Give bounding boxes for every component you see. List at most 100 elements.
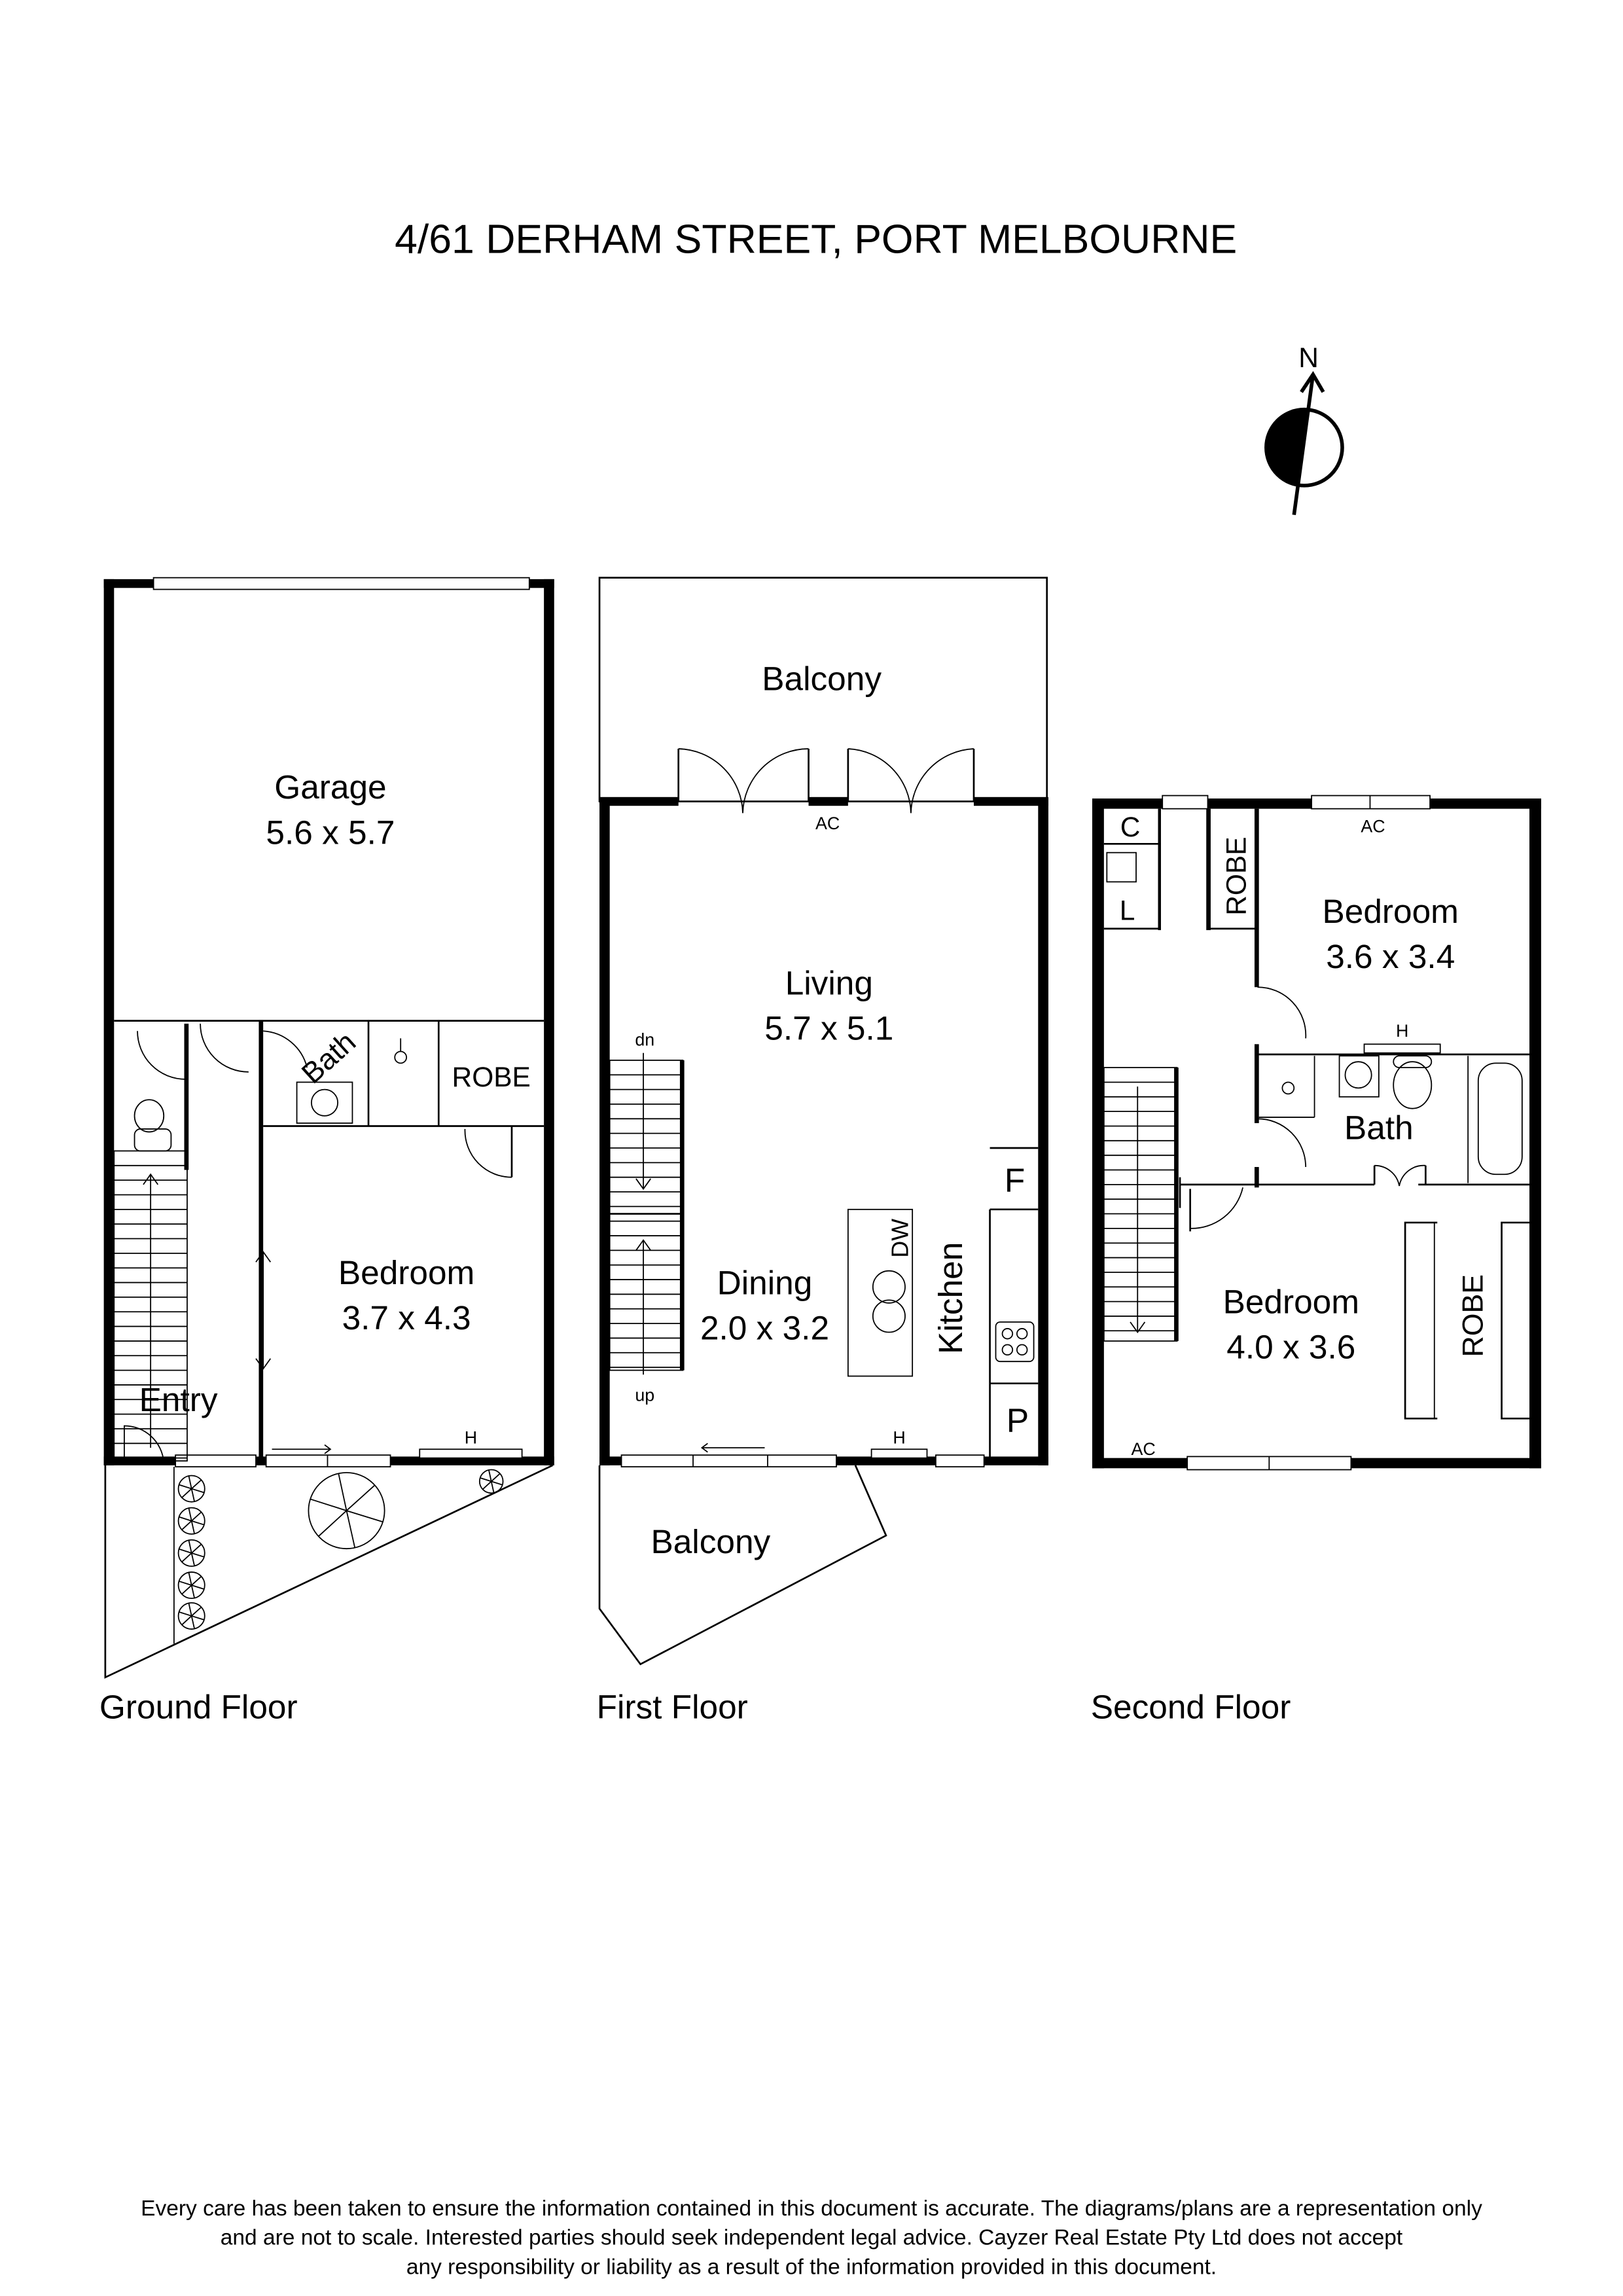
compass-north-label: N xyxy=(1298,342,1319,373)
ground-floor-label: Ground Floor xyxy=(99,1687,298,1725)
shrub-branch xyxy=(338,1473,348,1511)
shrub-branch xyxy=(181,1615,192,1626)
shrub-branch xyxy=(491,1473,501,1482)
dining-size: 2.0 x 3.2 xyxy=(700,1309,829,1347)
shrub-icon xyxy=(308,1472,385,1550)
shrub-branch xyxy=(482,1480,492,1490)
shrub-icon xyxy=(177,1571,205,1600)
shrub-branch xyxy=(179,1611,192,1617)
shrub-branch xyxy=(318,1510,348,1537)
shrub-branch xyxy=(346,1510,383,1523)
living-name: Living xyxy=(785,963,873,1001)
bedroom2-size: 4.0 x 3.6 xyxy=(1226,1328,1355,1366)
shrub-branch xyxy=(191,1552,205,1558)
shrub-icon xyxy=(177,1539,205,1567)
first-floor-label: First Floor xyxy=(597,1687,748,1725)
shrub-branch xyxy=(190,1520,195,1534)
shrub-branch xyxy=(190,1615,195,1629)
shrub-branch xyxy=(190,1585,195,1598)
shrub-branch xyxy=(310,1498,347,1511)
disclaimer-line: Every care has been taken to ensure the … xyxy=(141,2197,1482,2221)
shrub-branch xyxy=(191,1520,205,1526)
stairs-down-label: dn xyxy=(635,1030,654,1050)
disclaimer-line: and are not to scale. Interested parties… xyxy=(221,2226,1403,2250)
shrub-icon xyxy=(177,1602,205,1630)
second-floor-plan: AC AC C L ROBE H xyxy=(1091,795,1541,1725)
living-size: 5.7 x 5.1 xyxy=(764,1009,893,1047)
second-floor-label: Second Floor xyxy=(1091,1687,1291,1725)
bedroom1-name: Bedroom xyxy=(1323,892,1459,930)
shrub-branch xyxy=(191,1543,202,1554)
top-balcony-label: Balcony xyxy=(762,660,882,698)
second-heater-label: H xyxy=(1396,1021,1408,1041)
disclaimer-line: any responsibility or liability as a res… xyxy=(406,2255,1217,2279)
shrub-icon xyxy=(177,1475,205,1503)
second-ac-bottom-label: AC xyxy=(1132,1439,1156,1459)
shrub-branch xyxy=(179,1581,192,1586)
shrub-icon xyxy=(478,1469,504,1494)
ground-stairs xyxy=(113,1150,188,1462)
shrub-branch xyxy=(191,1585,205,1590)
ground-floor-plan: H Garage 5.6 x 5.7 xyxy=(99,577,554,1725)
shrub-branch xyxy=(179,1548,192,1554)
shrub-branch xyxy=(191,1606,202,1617)
shrub-branch xyxy=(480,1477,491,1482)
shrub-branch xyxy=(491,1480,503,1486)
dining-name: Dining xyxy=(717,1263,813,1301)
shrub-branch xyxy=(190,1552,195,1566)
shrub-branch xyxy=(191,1511,202,1522)
ground-bath-label: Bath xyxy=(296,1026,362,1090)
stairs-up-label: up xyxy=(635,1386,654,1405)
bottom-balcony-label: Balcony xyxy=(651,1522,770,1560)
first-heater-label: H xyxy=(893,1427,905,1447)
bedroom1-size: 3.6 x 3.4 xyxy=(1326,937,1455,975)
fridge-label: F xyxy=(1005,1161,1025,1199)
shrub-branch xyxy=(490,1481,495,1494)
bedroom2-name: Bedroom xyxy=(1223,1282,1359,1320)
first-ac-label: AC xyxy=(815,814,840,833)
shrub-branch xyxy=(191,1575,202,1586)
second-robe-right-label: ROBE xyxy=(1457,1274,1489,1357)
kitchen-label: Kitchen xyxy=(931,1242,969,1354)
shrub-branch xyxy=(346,1484,376,1511)
shrub-icon xyxy=(177,1507,205,1535)
shrub-branch xyxy=(188,1507,192,1521)
shrub-branch xyxy=(179,1516,192,1522)
second-ac-top-label: AC xyxy=(1361,816,1385,836)
garden-shrubs-icon xyxy=(177,1469,504,1630)
closet-label: C xyxy=(1120,812,1141,842)
ground-bedroom-name: Bedroom xyxy=(338,1253,474,1291)
first-stairs xyxy=(609,1052,685,1375)
garage-size: 5.6 x 5.7 xyxy=(266,813,395,851)
pantry-label: P xyxy=(1007,1401,1029,1439)
shrub-branch xyxy=(188,1572,192,1586)
shrub-branch xyxy=(488,1469,492,1482)
second-robe-top-label: ROBE xyxy=(1221,836,1252,915)
ground-bedroom-size: 3.7 x 4.3 xyxy=(342,1299,471,1336)
page-title: 4/61 DERHAM STREET, PORT MELBOURNE xyxy=(395,217,1237,262)
shrub-branch xyxy=(346,1510,356,1548)
shrub-branch xyxy=(181,1488,192,1498)
entry-label: Entry xyxy=(139,1380,218,1418)
shrub-branch xyxy=(179,1484,192,1490)
second-stairs xyxy=(1103,1067,1179,1342)
shrub-branch xyxy=(188,1603,192,1617)
dishwasher-label: DW xyxy=(887,1219,913,1258)
shrub-branch xyxy=(181,1520,192,1530)
north-compass-icon: N xyxy=(1264,342,1344,515)
second-bath-label: Bath xyxy=(1344,1109,1414,1147)
shrub-branch xyxy=(191,1488,205,1494)
laundry-label: L xyxy=(1120,895,1135,925)
shrub-branch xyxy=(191,1615,205,1621)
shrub-branch xyxy=(181,1585,192,1595)
shrub-branch xyxy=(188,1540,192,1554)
shrub-branch xyxy=(188,1475,192,1489)
disclaimer: Every care has been taken to ensure the … xyxy=(141,2197,1482,2279)
ground-robe-label: ROBE xyxy=(452,1062,531,1092)
shrub-branch xyxy=(191,1479,202,1490)
garage-name: Garage xyxy=(274,768,386,806)
shrub-branch xyxy=(181,1552,192,1563)
shrub-branch xyxy=(190,1488,195,1502)
first-floor-plan: AC H F P DW Kitchen dn up xyxy=(597,577,1048,1725)
